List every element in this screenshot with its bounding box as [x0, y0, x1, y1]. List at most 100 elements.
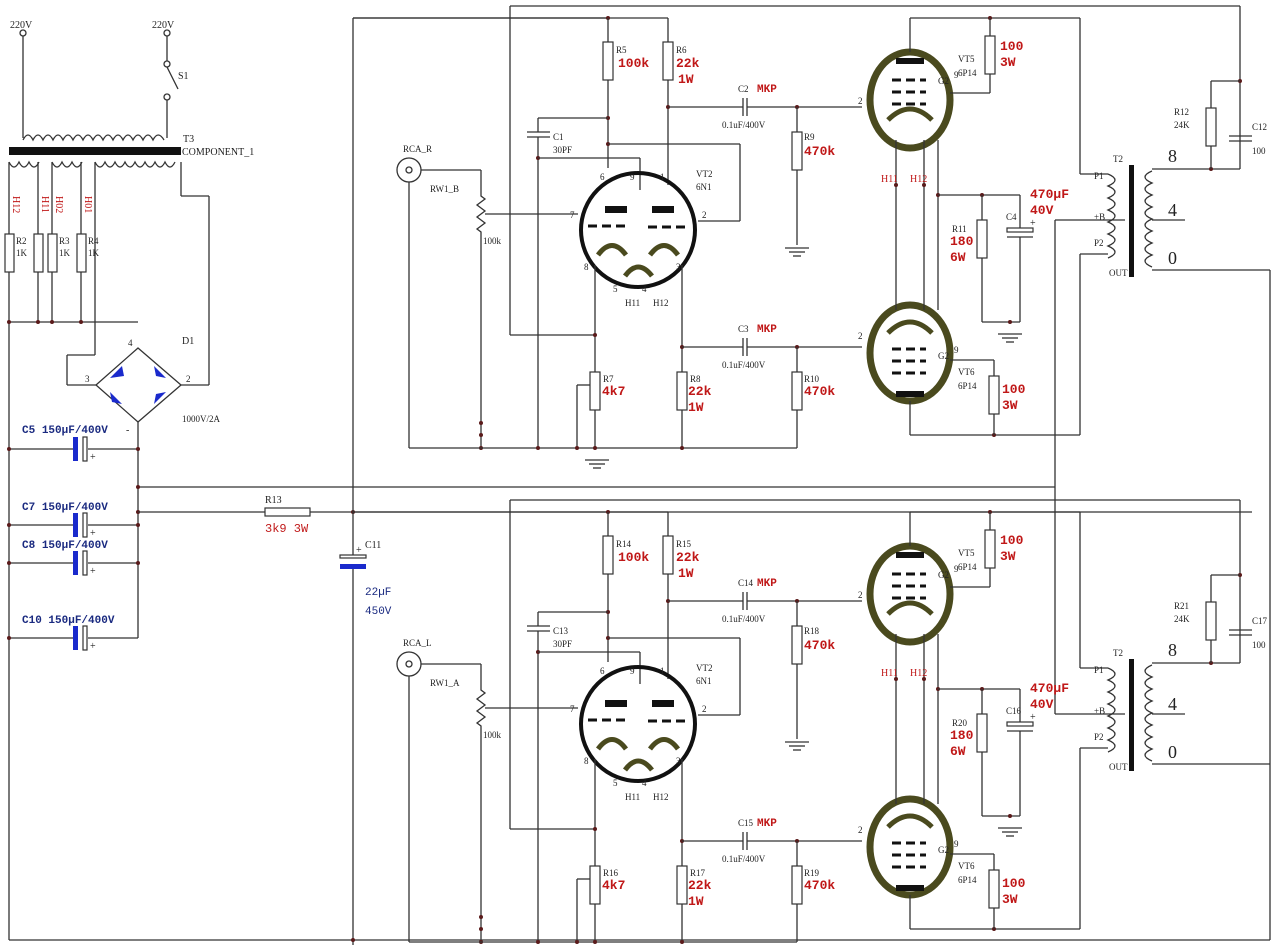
driver-ref: VT2: [696, 663, 713, 673]
pin-g2: 9: [954, 564, 959, 574]
r4-resistor: [76, 233, 87, 273]
g2-res-top: [984, 35, 996, 75]
ot-secondary: [1144, 170, 1154, 268]
c1-ref: C1: [553, 132, 564, 142]
rca-jack: [396, 157, 422, 183]
rca-jack: [396, 651, 422, 677]
g2-label: G2: [938, 845, 949, 855]
r19-value: 470k: [804, 878, 835, 893]
t3-secondary-heater-2: [51, 160, 83, 168]
plus-sign: +: [1030, 712, 1036, 723]
cathode-a: [595, 737, 629, 751]
r14-value: 100k: [618, 550, 649, 565]
junction-dot: [894, 183, 898, 187]
r12-ref: R12: [1174, 107, 1189, 117]
svg-text:+: +: [90, 528, 96, 539]
heater-h12: H12: [910, 174, 927, 185]
heater-label-h12: H12: [653, 298, 669, 308]
r14-resistor: [602, 535, 614, 575]
anode-a: [605, 700, 627, 707]
heater-label-h11: H11: [625, 298, 640, 308]
heater-tap-h02: H02: [53, 196, 64, 213]
r13-value: 3k9 3W: [265, 522, 309, 536]
channel-right: R5100kR622k1WC130PFRCA_RRW1_B100kVT26N16…: [353, 5, 1271, 940]
c2-value: 0.1uF/400V: [722, 120, 766, 130]
r19-ref: R19: [804, 868, 820, 878]
c13-value: 30PF: [553, 639, 572, 649]
ground-symbol: [998, 827, 1022, 837]
c16-plate-pos: [1006, 721, 1034, 727]
heater-label-h12: H12: [653, 792, 669, 802]
heater-filament: [622, 264, 654, 278]
ot-tap-0: 0: [1168, 742, 1177, 762]
c3-type: MKP: [757, 324, 777, 336]
r6-value: 22k: [676, 56, 700, 71]
r17-power: 1W: [688, 894, 704, 909]
t3-primary-coil: [22, 134, 165, 142]
ot-primary: [1106, 667, 1116, 753]
cap-c10: C10 150µF/400V +: [7, 615, 138, 652]
r21-value: 24K: [1174, 614, 1190, 624]
driver-type: 6N1: [696, 182, 712, 192]
c14-type: MKP: [757, 578, 777, 590]
r3-value: 1K: [59, 248, 71, 258]
ot-tap-4: 4: [1168, 694, 1177, 714]
switch-lever: [166, 66, 179, 90]
r10-value: 470k: [804, 384, 835, 399]
c4-voltage: 40V: [1030, 203, 1054, 218]
c11-value: 22µF: [365, 587, 391, 599]
r16-ref: R16: [603, 868, 619, 878]
g2-res-bot-power: 3W: [1002, 892, 1018, 907]
r9-ref: R9: [804, 132, 815, 142]
bridge-rectifier-d1: 4 3 2 - D1 1000V/2A: [85, 336, 221, 436]
cap-c8: C8 150µF/400V +: [7, 540, 140, 577]
c14-capacitor: [742, 592, 748, 610]
g2-res-bot: [988, 375, 1000, 415]
ot-core: [1129, 165, 1134, 277]
junction-dot: [575, 940, 579, 944]
pin-g1: 2: [858, 825, 863, 835]
tube-type: 6P14: [958, 562, 977, 572]
junction-dot: [593, 333, 597, 337]
junction-dot: [680, 446, 684, 450]
driver-pin: 3: [676, 262, 681, 272]
cathode-b: [647, 243, 681, 257]
junction-dot: [536, 940, 540, 944]
driver-pin: 4: [642, 778, 647, 788]
tube-ref: VT6: [958, 861, 975, 871]
junction-dot: [479, 433, 483, 437]
junction-dot: [680, 940, 684, 944]
ot-tap-8: 8: [1168, 146, 1177, 166]
g2-res-top-value: 100: [1000, 533, 1024, 548]
driver-type: 6N1: [696, 676, 712, 686]
r8-ref: R8: [690, 374, 701, 384]
junction-dot: [575, 446, 579, 450]
tube-type: 6P14: [958, 68, 977, 78]
t3-secondary-heater-1: [8, 160, 40, 168]
heater-tap-h01: H01: [82, 196, 93, 213]
c16-voltage: 40V: [1030, 697, 1054, 712]
junction-dot: [894, 677, 898, 681]
r4-value: 1K: [88, 248, 100, 258]
c12-value: 100: [1252, 146, 1266, 156]
cathode-a: [595, 243, 629, 257]
c15-ref: C15: [738, 818, 754, 828]
g2-res-top-power: 3W: [1000, 549, 1016, 564]
rca-pin: [405, 660, 413, 668]
heater-h12: H12: [910, 668, 927, 679]
r6-resistor: [662, 41, 674, 81]
r2-ref: R2: [16, 236, 27, 246]
r11-resistor: [976, 219, 988, 259]
driver-pin: 6: [600, 172, 605, 182]
r19-resistor: [791, 865, 803, 905]
pot-value: 100k: [483, 236, 502, 246]
r5-resistor: [602, 41, 614, 81]
driver-pin: 3: [676, 756, 681, 766]
g2-res-top-power: 3W: [1000, 55, 1016, 70]
driver-pin: 6: [600, 666, 605, 676]
c15-value: 0.1uF/400V: [722, 854, 766, 864]
